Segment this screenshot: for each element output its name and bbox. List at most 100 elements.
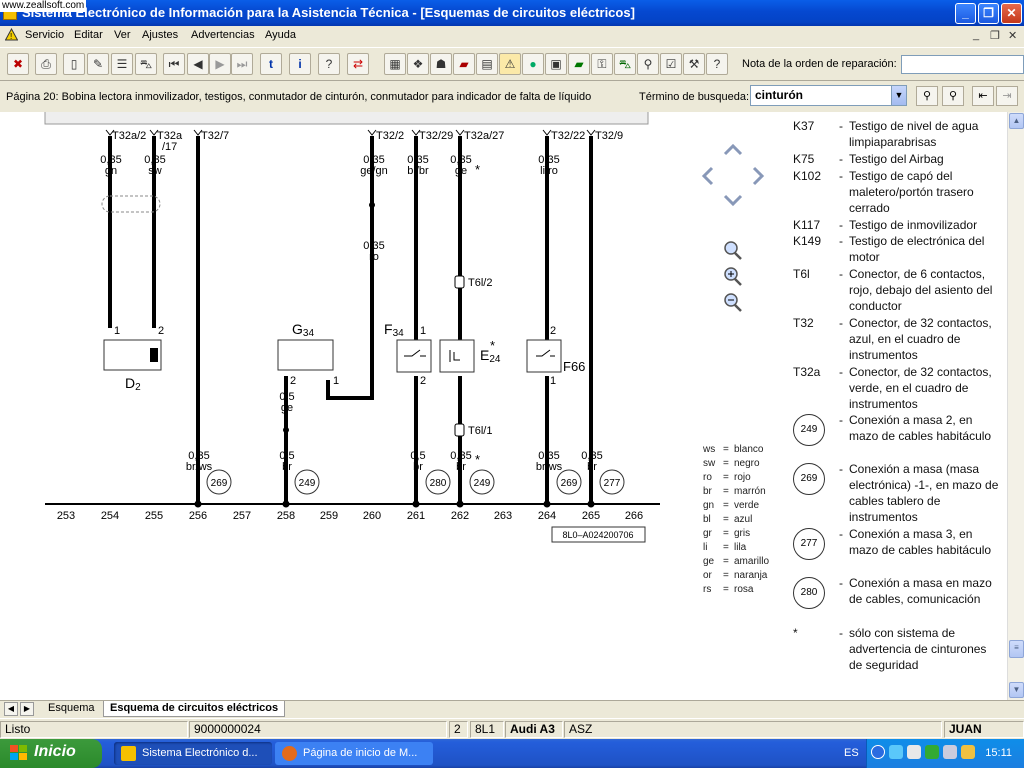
tab-circuit-diagram[interactable]: Esquema de circuitos eléctricos xyxy=(103,701,286,717)
module-globe-icon[interactable]: ● xyxy=(522,53,544,75)
exit-icon[interactable]: ✖ xyxy=(7,53,29,75)
forward-arrow-icon[interactable]: ⇥ xyxy=(996,86,1018,106)
module-tools-icon[interactable]: ⚒ xyxy=(683,53,705,75)
vertical-scrollbar[interactable]: ▲ ≡ ▼ xyxy=(1007,112,1024,700)
menu-ver[interactable]: Ver xyxy=(114,29,131,41)
legend-description: Testigo de electrónica del motor xyxy=(849,234,985,264)
module-key-icon[interactable]: ⚿ xyxy=(591,53,613,75)
legend-dash: - xyxy=(839,267,843,281)
previous-page-icon[interactable]: ◀ xyxy=(187,53,209,75)
mdi-restore-button[interactable]: ❐ xyxy=(990,30,1000,42)
legend-dash: - xyxy=(839,462,843,476)
legend-description: Conector, de 6 contactos, rojo, debajo d… xyxy=(849,267,993,313)
tray-audio-icon[interactable] xyxy=(907,745,921,759)
module-help-icon[interactable]: ? xyxy=(706,53,728,75)
tray-antivirus-icon[interactable] xyxy=(925,745,939,759)
wire-size-label: 0,35 xyxy=(407,154,428,166)
swap-icon[interactable]: ⇄ xyxy=(347,53,369,75)
pin-label: 1 xyxy=(114,325,120,337)
search-binoculars-icon[interactable]: ⚲ xyxy=(916,86,938,106)
legend-dash: - xyxy=(839,365,843,379)
menu-advertencias[interactable]: Advertencias xyxy=(191,29,255,41)
minimize-button[interactable]: _ xyxy=(955,3,976,24)
menu-servicio[interactable]: Servicio xyxy=(25,29,65,41)
jump-to-icon[interactable]: t xyxy=(260,53,282,75)
module-save-icon[interactable]: ▣ xyxy=(545,53,567,75)
scale-label: 253 xyxy=(57,510,75,522)
module-checklist-icon[interactable]: ☑ xyxy=(660,53,682,75)
document-list-icon[interactable]: ☰ xyxy=(111,53,133,75)
pan-right-icon xyxy=(752,166,765,186)
last-page-icon[interactable]: ⏭ xyxy=(231,53,253,75)
wire-size-label: 0,5 xyxy=(279,450,294,462)
first-page-icon[interactable]: ⏮ xyxy=(163,53,185,75)
menu-ajustes[interactable]: Ajustes xyxy=(142,29,179,41)
tray-messenger-icon[interactable] xyxy=(961,745,975,759)
search-input[interactable]: cinturón xyxy=(750,85,907,106)
pan-left-icon xyxy=(701,166,714,186)
equals-sign: = xyxy=(723,444,729,455)
connector-label: T32/29 xyxy=(419,130,453,142)
module-grid-icon[interactable]: ▦ xyxy=(384,53,406,75)
module-book-icon[interactable]: ▰ xyxy=(453,53,475,75)
task-sistema-electronico[interactable]: Sistema Electrónico d... xyxy=(114,742,272,765)
wire-color-label: li/ro xyxy=(540,165,558,177)
wire-color-label: sw xyxy=(148,165,162,177)
scale-label: 260 xyxy=(363,510,381,522)
scroll-up-icon[interactable]: ▲ xyxy=(1009,113,1024,129)
module-text-icon[interactable]: ▤ xyxy=(476,53,498,75)
mdi-minimize-button[interactable]: _ xyxy=(973,29,980,41)
vehicle-icon[interactable]: ⛍ xyxy=(135,53,157,75)
wire-color-label: ge/gn xyxy=(360,165,388,177)
tray-network-icon[interactable] xyxy=(889,745,903,759)
color-key-row: li=lila xyxy=(703,541,783,555)
close-button[interactable]: ✕ xyxy=(1001,3,1022,24)
legend-description: Conexión a masa en mazo de cables, comun… xyxy=(849,576,992,606)
repair-order-input[interactable] xyxy=(901,55,1024,74)
color-key-row: or=naranja xyxy=(703,569,783,583)
module-warning-icon[interactable]: ⚠ xyxy=(499,53,521,75)
watermark: www.zeallsoft.com xyxy=(0,0,87,12)
module-car-icon[interactable]: ⛍ xyxy=(614,53,636,75)
mass-label: 277 xyxy=(604,478,621,489)
language-indicator[interactable]: ES xyxy=(844,747,859,759)
connector-label: T32/9 xyxy=(595,130,623,142)
tray-user-icon[interactable] xyxy=(943,745,957,759)
module-search-icon[interactable]: ⚲ xyxy=(637,53,659,75)
module-green-book-icon[interactable]: ▰ xyxy=(568,53,590,75)
mdi-close-button[interactable]: ✕ xyxy=(1008,30,1018,42)
task-browser[interactable]: Página de inicio de M... xyxy=(275,742,433,765)
scale-label: 258 xyxy=(277,510,295,522)
info-icon[interactable]: i xyxy=(289,53,311,75)
menu-ayuda[interactable]: Ayuda xyxy=(265,29,296,41)
chevron-down-icon[interactable]: ▼ xyxy=(891,86,906,105)
print-icon[interactable]: ⎙ xyxy=(35,53,57,75)
wire-size-label: 0,35 xyxy=(538,450,559,462)
connector-label: T32/22 xyxy=(551,130,585,142)
tray-expand-icon[interactable] xyxy=(871,745,885,759)
maximize-button[interactable]: ❐ xyxy=(978,3,999,24)
search-next-icon[interactable]: ⚲ xyxy=(942,86,964,106)
new-document-icon[interactable]: ▯ xyxy=(63,53,85,75)
equals-sign: = xyxy=(723,458,729,469)
menu-editar[interactable]: Editar xyxy=(74,29,103,41)
tab-next-icon[interactable]: ▶ xyxy=(20,702,34,716)
module-people-icon[interactable]: ☗ xyxy=(430,53,452,75)
scroll-down-icon[interactable]: ▼ xyxy=(1009,682,1024,698)
start-button[interactable]: Inicio xyxy=(0,739,102,768)
module-parts-icon[interactable]: ❖ xyxy=(407,53,429,75)
scale-label: 264 xyxy=(538,510,556,522)
mass-circle-icon: 280 xyxy=(793,577,825,609)
scroll-thumb[interactable]: ≡ xyxy=(1009,640,1024,658)
next-page-icon[interactable]: ▶ xyxy=(209,53,231,75)
wire-color-label: br xyxy=(587,461,597,473)
edit-document-icon[interactable]: ✎ xyxy=(87,53,109,75)
help-icon[interactable]: ? xyxy=(318,53,340,75)
tab-esquema[interactable]: Esquema xyxy=(48,702,95,714)
color-key-row: br=marrón xyxy=(703,485,783,499)
equals-sign: = xyxy=(723,570,729,581)
wire-size-label: 0,5 xyxy=(279,391,294,403)
tab-prev-icon[interactable]: ◀ xyxy=(4,702,18,716)
wire-size-label: 0,35 xyxy=(188,450,209,462)
back-arrow-icon[interactable]: ⇤ xyxy=(972,86,994,106)
